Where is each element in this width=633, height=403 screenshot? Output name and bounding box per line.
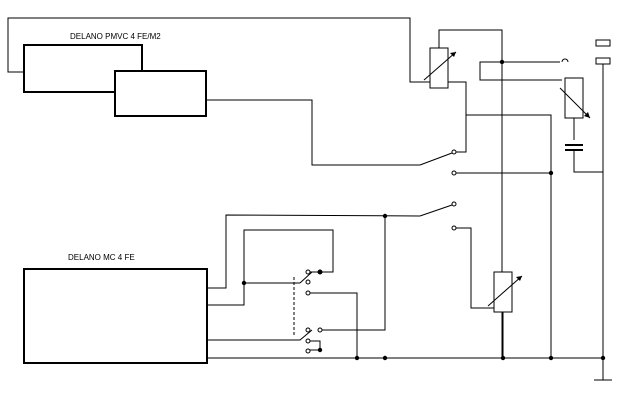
lower-potentiometer (487, 271, 523, 358)
upper-unit-box-right (114, 70, 207, 117)
upper-output-wire (206, 99, 420, 166)
lower-unit-label: DELANO MC 4 FE (68, 253, 135, 262)
right-potentiometer (559, 77, 591, 140)
junction-dots (241, 59, 606, 361)
capacitor (565, 144, 603, 173)
right-terminal-block (479, 39, 612, 381)
upper-unit-label: DELANO PMVC 4 FE/M2 (70, 32, 161, 41)
lower-wiring (207, 214, 603, 359)
lower-unit-box (23, 268, 208, 364)
top-loop-wire (7, 17, 430, 83)
upper-switch (419, 115, 551, 309)
top-potentiometer (423, 29, 552, 358)
